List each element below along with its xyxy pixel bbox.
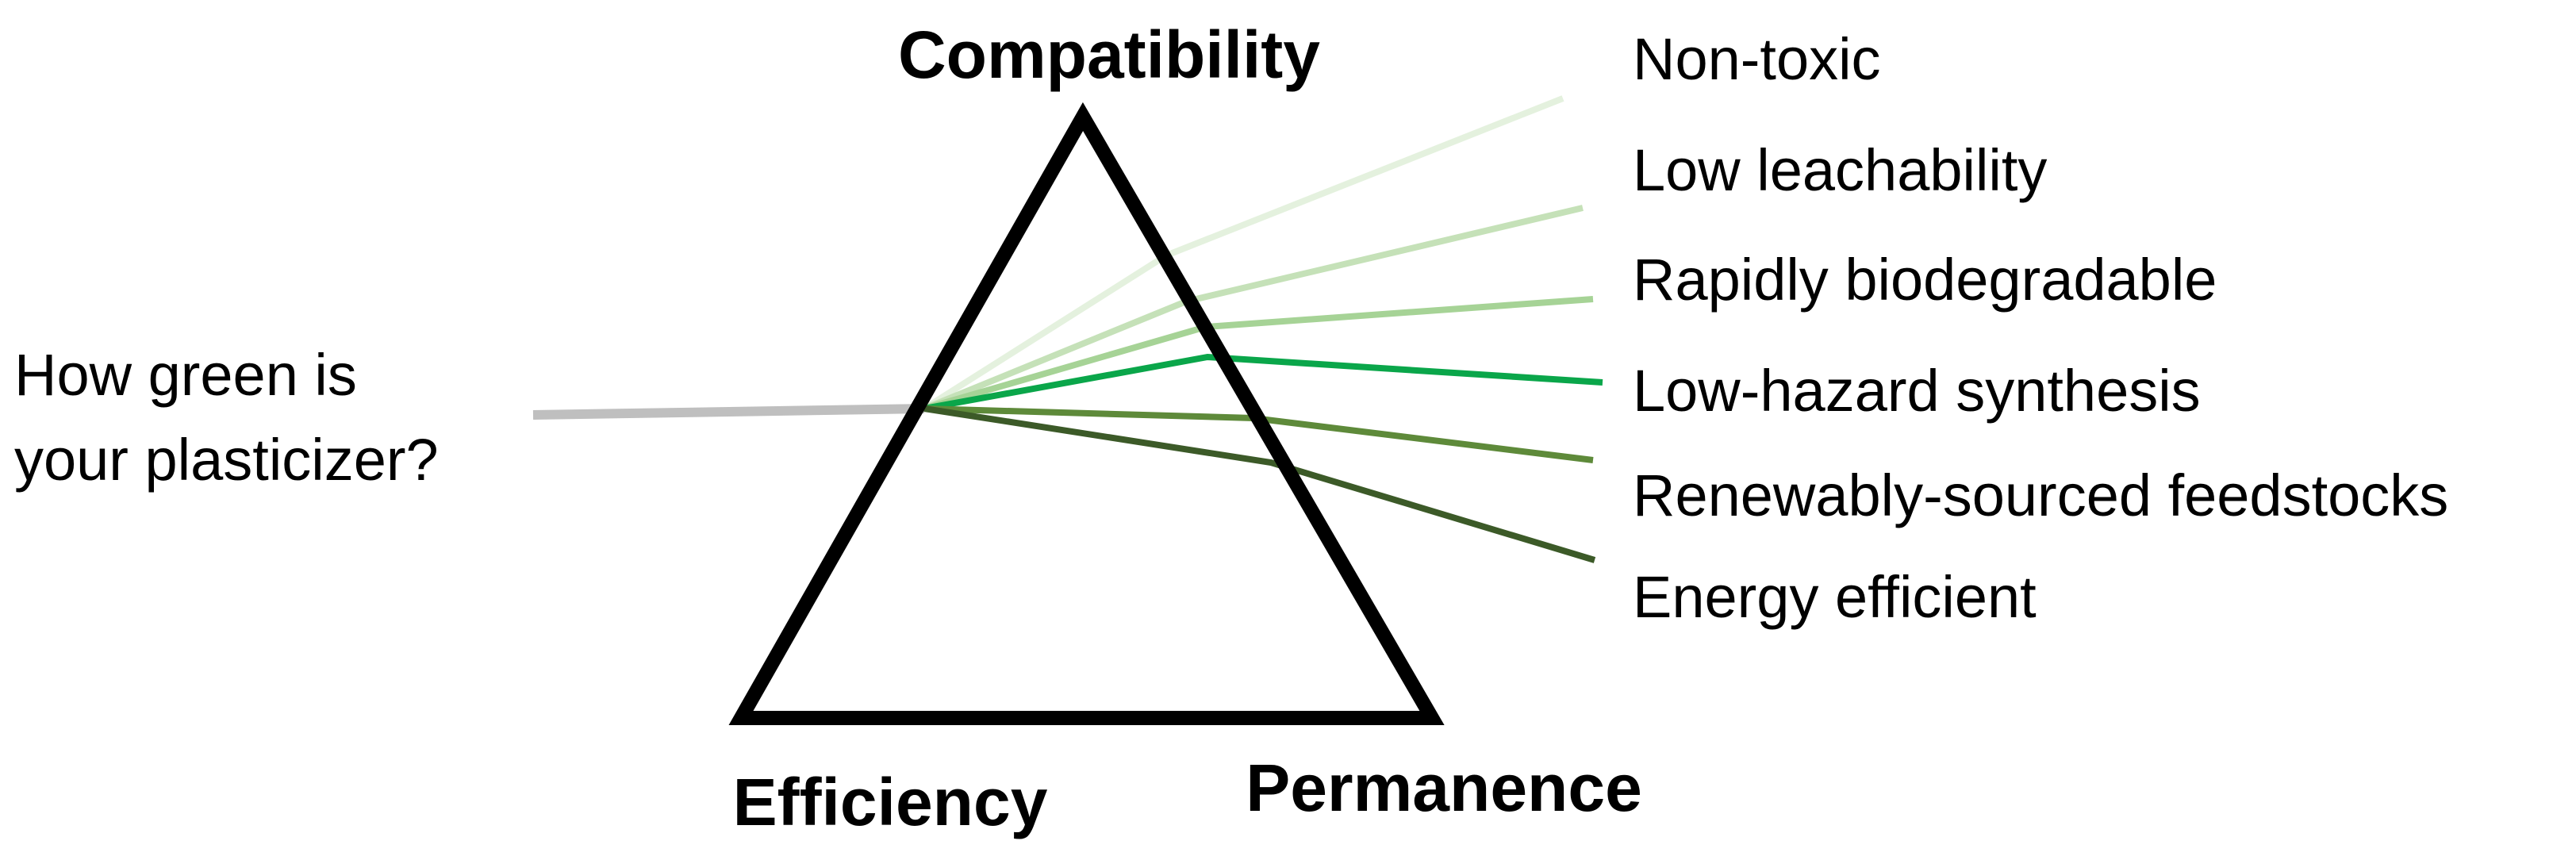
dispersed-rays bbox=[922, 95, 1603, 563]
ray-label-energy-efficient: Energy efficient bbox=[1633, 564, 2037, 630]
vertex-label-bottom-left: Efficiency bbox=[733, 765, 1048, 839]
ray-label-low-leachability: Low leachability bbox=[1633, 137, 2047, 203]
ray-label-renewably-sourced-feedstocks: Renewably-sourced feedstocks bbox=[1633, 463, 2448, 528]
vertex-label-bottom-right: Permanence bbox=[1246, 751, 1642, 825]
vertex-label-top: Compatibility bbox=[898, 17, 1320, 92]
ray-energy-efficient bbox=[923, 405, 1596, 563]
incoming-white-light-beam bbox=[532, 404, 925, 420]
question-line-1: How green is bbox=[14, 342, 357, 408]
ray-label-rapidly-biodegradable: Rapidly biodegradable bbox=[1633, 247, 2217, 313]
ray-labels: Non-toxic Low leachability Rapidly biode… bbox=[1633, 26, 2448, 630]
ray-label-non-toxic: Non-toxic bbox=[1633, 26, 1881, 92]
ray-low-hazard-synthesis bbox=[923, 353, 1603, 412]
ray-label-low-hazard-synthesis: Low-hazard synthesis bbox=[1633, 358, 2201, 424]
question-line-2: your plasticizer? bbox=[14, 427, 439, 493]
prism-triangle bbox=[728, 102, 1445, 725]
